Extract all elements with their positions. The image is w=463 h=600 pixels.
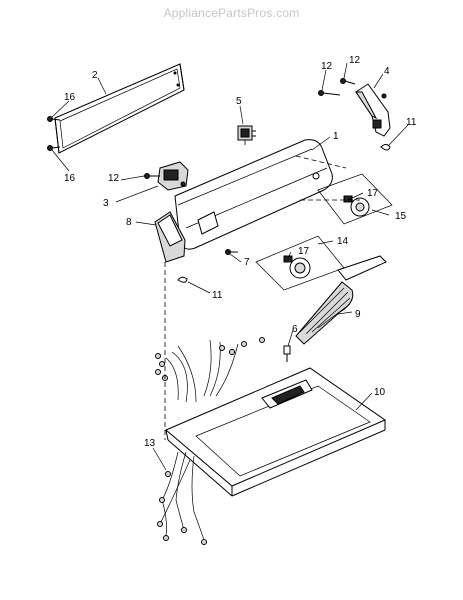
callout-10: 10 bbox=[374, 387, 386, 398]
part-2-rear-panel bbox=[54, 63, 185, 154]
callout-12-c: 12 bbox=[108, 173, 120, 184]
part-10-top-panel bbox=[165, 367, 387, 497]
callout-labels: 2 16 16 5 1 4 12 12 11 12 3 8 17 15 14 1… bbox=[64, 55, 417, 449]
callout-2: 2 bbox=[92, 70, 98, 81]
callout-5: 5 bbox=[236, 96, 242, 107]
callout-8: 8 bbox=[126, 217, 132, 228]
callout-12-b: 12 bbox=[321, 61, 333, 72]
callout-7: 7 bbox=[244, 257, 250, 268]
callout-16-top: 16 bbox=[64, 92, 76, 103]
callout-3: 3 bbox=[103, 198, 109, 209]
callout-17-a: 17 bbox=[367, 188, 379, 199]
callout-11-b: 11 bbox=[212, 290, 223, 301]
callout-15: 15 bbox=[395, 211, 407, 222]
callout-14: 14 bbox=[337, 236, 349, 247]
callout-9: 9 bbox=[355, 309, 361, 320]
callout-13: 13 bbox=[144, 438, 156, 449]
part-11-clip-left bbox=[177, 276, 188, 283]
callout-17-b: 17 bbox=[298, 246, 310, 257]
assembly-lines bbox=[164, 155, 360, 440]
part-12-screws-top bbox=[318, 78, 356, 96]
part-5-switch bbox=[237, 125, 256, 148]
callout-12-a: 12 bbox=[349, 55, 361, 66]
watermark: AppliancePartsPros.com bbox=[163, 6, 300, 20]
part-16-screws bbox=[47, 116, 61, 151]
callout-4: 4 bbox=[384, 66, 390, 77]
part-13-wire-harness bbox=[155, 337, 265, 545]
part-6-screw bbox=[283, 345, 291, 362]
part-14-knob-box bbox=[255, 235, 345, 291]
part-9-lint-screen bbox=[295, 255, 387, 345]
callout-16-bottom: 16 bbox=[64, 173, 76, 184]
leader-lines bbox=[51, 62, 409, 471]
part-7-screw bbox=[225, 249, 238, 255]
part-3-selector-switch bbox=[157, 161, 189, 191]
part-1-console bbox=[174, 139, 333, 250]
part-12-screw-left bbox=[144, 173, 160, 179]
part-15-knob-box bbox=[317, 173, 393, 225]
part-8-end-cap bbox=[154, 211, 186, 263]
callout-6: 6 bbox=[292, 324, 298, 335]
callout-11-a: 11 bbox=[406, 117, 417, 128]
callout-1: 1 bbox=[333, 131, 339, 142]
part-4-end-cap bbox=[355, 83, 391, 137]
part-11-clip-right bbox=[380, 144, 391, 151]
